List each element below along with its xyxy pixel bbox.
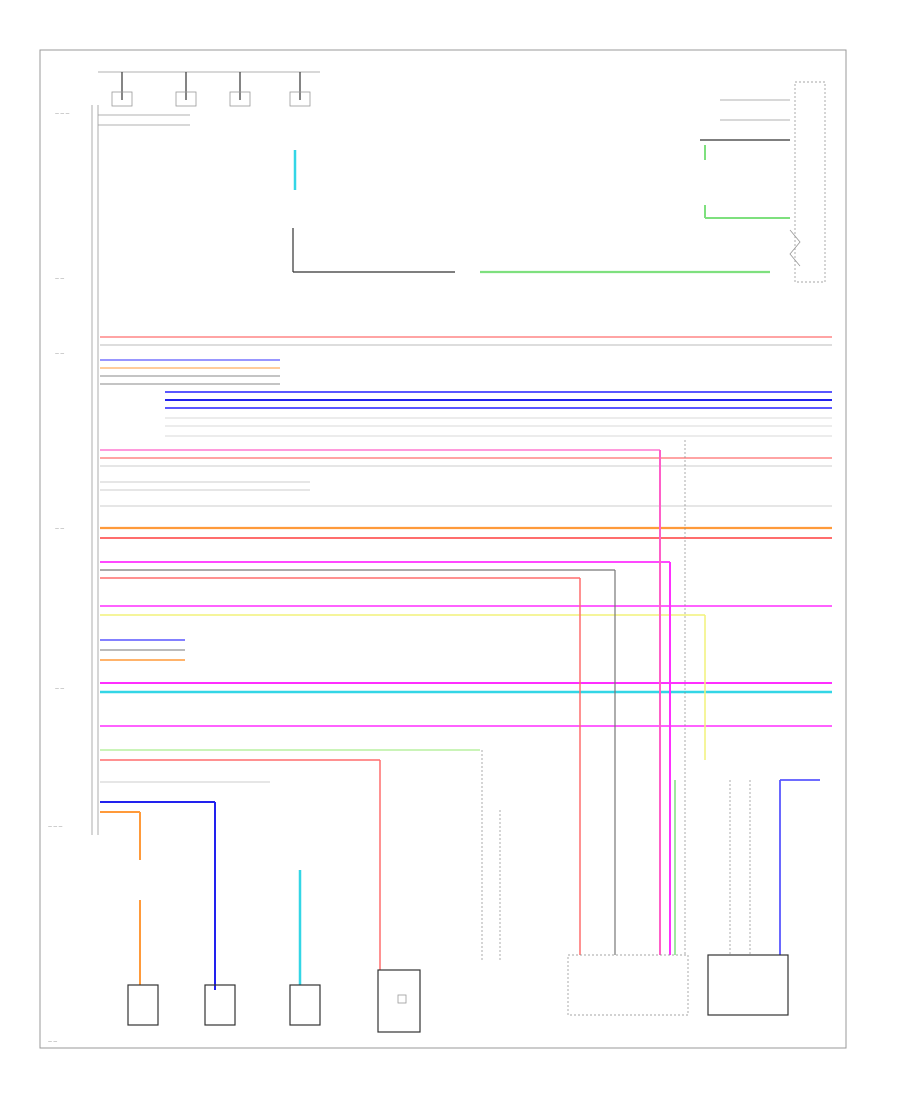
bottom-components <box>127 954 789 1033</box>
svg-text:— —: — — <box>55 686 64 691</box>
svg-text:— —: — — <box>55 351 64 356</box>
control-unit-box <box>377 969 421 1033</box>
svg-text:— — —: — — — <box>48 824 63 829</box>
lamp-box <box>397 994 407 1004</box>
bus-wires <box>100 336 832 813</box>
component-box-3 <box>289 984 321 1026</box>
svg-text:— —: — — <box>48 1039 57 1044</box>
power-steering-module <box>700 81 826 283</box>
svg-text:— —: — — <box>55 526 64 531</box>
component-box-2 <box>204 984 236 1026</box>
svg-text:— — —: — — — <box>55 111 70 116</box>
vertical-drops <box>139 440 820 990</box>
left-rear-module <box>567 954 689 1016</box>
diagram-border <box>39 49 847 1049</box>
top-fuse-group <box>98 71 320 126</box>
component-box-1 <box>127 984 159 1026</box>
right-rear-module <box>707 954 789 1016</box>
label-marks: — — — — — — — — — — — — — — — — <box>48 111 70 1044</box>
svg-text:— —: — — <box>55 276 64 281</box>
